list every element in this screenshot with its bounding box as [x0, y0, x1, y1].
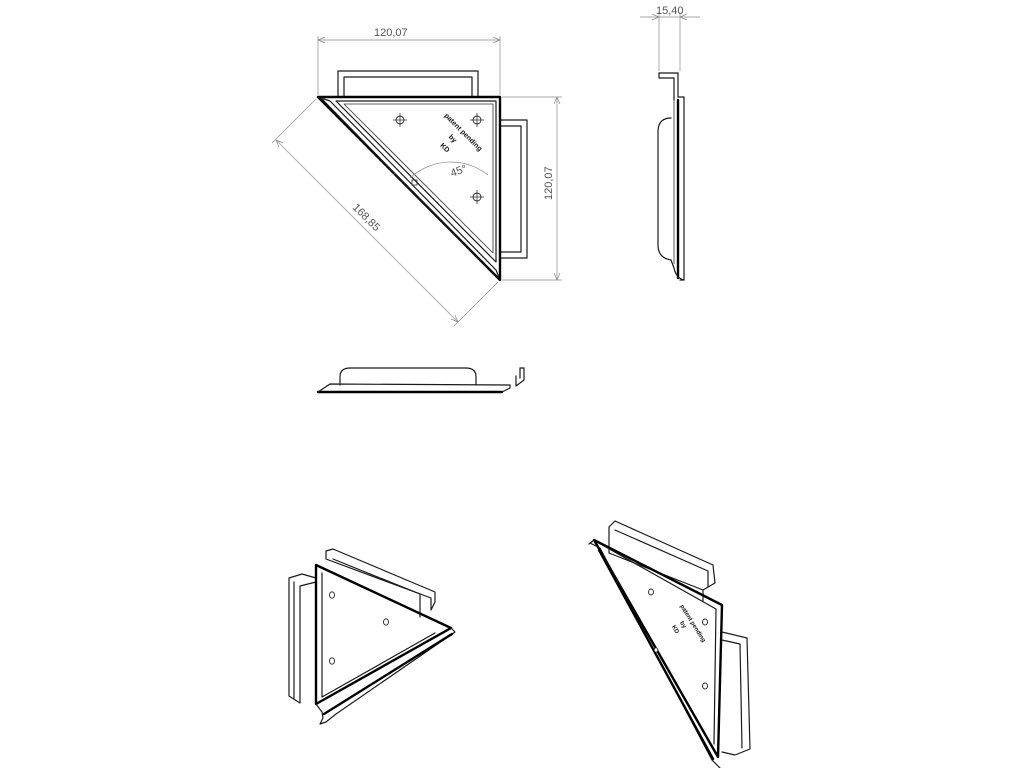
side-view	[657, 72, 685, 281]
dimension-height: 120,07	[502, 96, 562, 281]
iso-left-hole	[329, 591, 335, 599]
front-view-hole	[470, 190, 484, 204]
iso-right-marker	[653, 647, 659, 653]
dimension-height-label: 120,07	[543, 166, 555, 200]
isometric-view-right: patent pending by KD	[588, 520, 751, 768]
iso-left-hole	[383, 618, 389, 626]
dimension-thickness-label: 15,40	[656, 5, 684, 17]
svg-text:KD: KD	[670, 624, 680, 635]
svg-text:by: by	[678, 621, 687, 631]
angle-marker	[411, 179, 418, 186]
engraving-line-2: by	[447, 134, 458, 145]
front-view-hole	[470, 113, 484, 127]
angle-label: 45°	[449, 163, 469, 180]
iso-right-hole	[702, 682, 708, 690]
iso-right-hole	[648, 588, 654, 596]
front-view-plate-inner	[335, 100, 497, 263]
dimension-diagonal-label: 168,85	[350, 202, 382, 234]
front-view-plate-rim	[343, 103, 494, 254]
front-view: 45° patent pending by KD	[316, 70, 528, 282]
iso-left-hole	[329, 657, 335, 665]
iso-engraving: patent pending by KD	[670, 604, 706, 644]
bottom-view	[316, 367, 525, 394]
front-view-hole	[393, 113, 407, 127]
angle-arc	[409, 161, 489, 179]
front-view-top-bracket	[337, 70, 479, 98]
dimension-width: 120,07	[317, 27, 501, 95]
front-view-lip	[317, 96, 501, 281]
isometric-view-left	[288, 548, 456, 725]
engraving-line-3: KD	[438, 142, 450, 154]
dimension-width-label: 120,07	[374, 27, 408, 39]
iso-right-hole	[702, 618, 708, 626]
front-view-side-bracket	[499, 119, 528, 259]
dimension-thickness: 15,40	[640, 5, 700, 71]
